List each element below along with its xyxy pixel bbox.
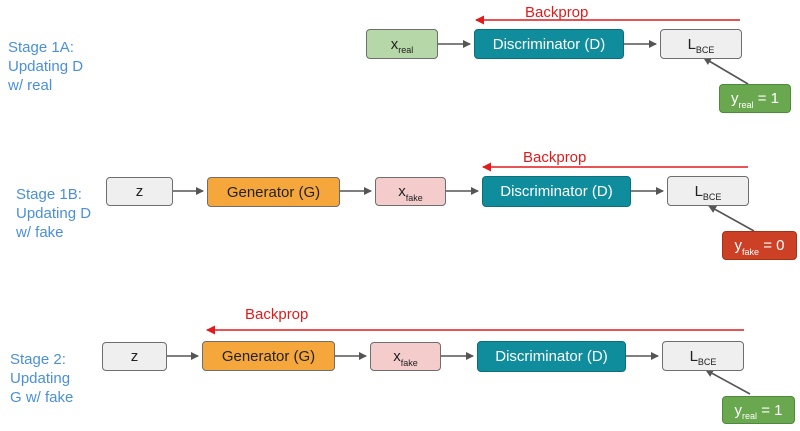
stage-2-label-line-2: Updating <box>10 370 71 387</box>
target-rest-2: = 1 <box>757 401 783 419</box>
x-fake-sub-2: fake <box>400 357 418 368</box>
loss-sub-1b: BCE <box>702 192 722 202</box>
stage-1b-label-line-3: w/ fake <box>16 224 64 241</box>
stage-2-label-line-1: Stage 2: <box>10 351 66 368</box>
arrow-target-to-loss-2 <box>705 369 751 395</box>
loss-main-1b: L <box>694 182 703 200</box>
target-rest-1a: = 1 <box>753 90 779 107</box>
stage-1a-label-line-1: Stage 1A: <box>8 39 74 56</box>
x-fake-sub-1b: fake <box>405 192 423 203</box>
target-main-2: y <box>734 401 743 419</box>
x-fake-main-1b: x <box>398 183 406 200</box>
stage-2-label-line-3: G w/ fake <box>10 389 74 406</box>
discriminator-node-2: Discriminator (D) <box>477 341 626 372</box>
loss-main-1a: L <box>687 35 696 53</box>
x-real-sub: real <box>398 45 414 55</box>
stage-2-label: Stage 2: Updating G w/ fake <box>10 350 73 407</box>
arrow-target-to-loss-1a <box>703 57 749 85</box>
x-fake-main-2: x <box>393 348 401 365</box>
target-sub-1a: real <box>738 99 754 110</box>
z-node-1b: z <box>106 177 173 206</box>
stage-1a-label: Stage 1A: Updating D w/ real <box>8 38 83 95</box>
x-real-main: x <box>390 35 399 53</box>
arrow-target-to-loss-1b <box>708 205 755 232</box>
generator-node-2: Generator (G) <box>202 341 335 371</box>
target-main-1a: y <box>731 90 739 107</box>
stage-1b-label: Stage 1B: Updating D w/ fake <box>16 185 91 242</box>
loss-sub-1a: BCE <box>695 45 715 55</box>
stage-1b-label-line-1: Stage 1B: <box>16 186 82 203</box>
generator-node-1b: Generator (G) <box>207 177 340 207</box>
discriminator-node-1a: Discriminator (D) <box>474 29 624 59</box>
discriminator-node-1b: Discriminator (D) <box>482 176 631 207</box>
stage-1a-label-line-3: w/ real <box>8 77 53 94</box>
backprop-label-1a: Backprop <box>525 4 589 21</box>
target-sub-1b: fake <box>742 246 760 257</box>
stage-1b-label-line-2: Updating D <box>16 205 92 222</box>
backprop-label-2: Backprop <box>245 306 309 323</box>
target-main-1b: y <box>734 237 743 254</box>
loss-sub-2: BCE <box>697 357 717 367</box>
loss-main-2: L <box>689 347 698 365</box>
target-sub-2: real <box>742 411 758 421</box>
target-rest-1b: = 0 <box>759 237 785 254</box>
z-node-2: z <box>102 342 167 371</box>
stage-1a-label-line-2: Updating D <box>8 58 84 75</box>
backprop-label-1b: Backprop <box>523 149 587 166</box>
